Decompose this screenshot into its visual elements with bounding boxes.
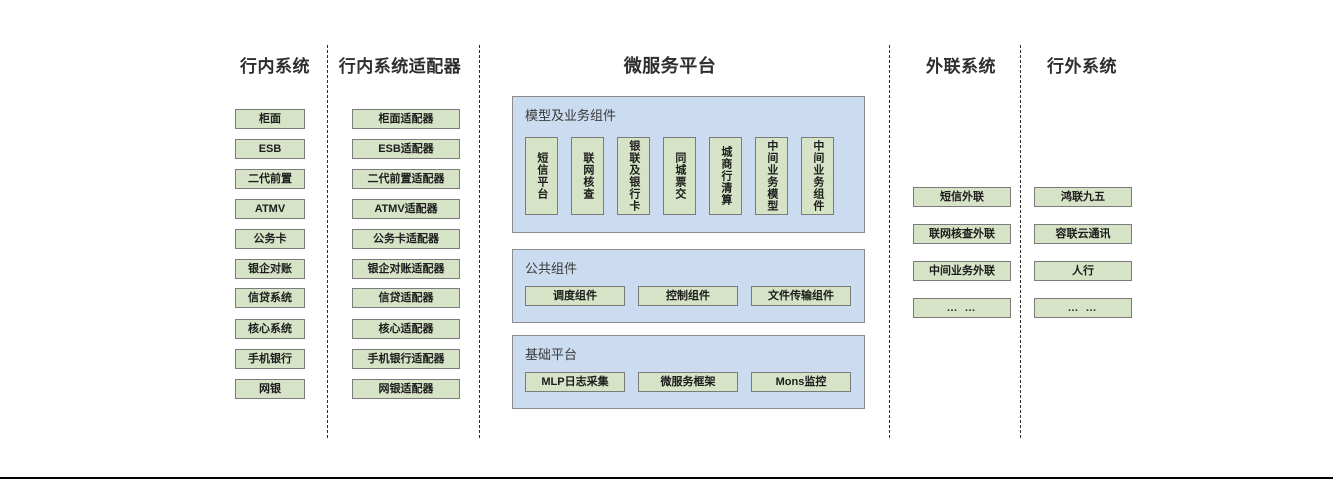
divider-4 — [1020, 45, 1021, 438]
node-model-component[interactable]: 联网核查 — [571, 137, 604, 215]
panel-label-model-business-components: 模型及业务组件 — [525, 108, 617, 123]
node-external-link-system-more[interactable]: … … — [913, 298, 1011, 318]
node-out-bank-system[interactable]: 鸿联九五 — [1034, 187, 1132, 207]
node-base-platform-component[interactable]: 微服务框架 — [638, 372, 738, 392]
node-in-bank-system[interactable]: 二代前置 — [235, 169, 305, 189]
node-in-bank-adapter[interactable]: 网银适配器 — [352, 379, 460, 399]
node-model-component[interactable]: 同城票交 — [663, 137, 696, 215]
column-title-in-bank-systems: 行内系统 — [240, 57, 310, 76]
column-title-external-link-systems: 外联系统 — [926, 57, 996, 76]
column-title-out-bank-systems: 行外系统 — [1047, 57, 1117, 76]
node-base-platform-component[interactable]: MLP日志采集 — [525, 372, 625, 392]
node-external-link-system[interactable]: 联网核查外联 — [913, 224, 1011, 244]
node-model-component[interactable]: 中间业务模型 — [755, 137, 788, 215]
panel-label-base-platform: 基础平台 — [525, 347, 578, 362]
node-base-platform-component[interactable]: Mons监控 — [751, 372, 851, 392]
platform-title: 微服务平台 — [623, 56, 717, 76]
node-external-link-system[interactable]: 短信外联 — [913, 187, 1011, 207]
column-title-in-bank-adapters: 行内系统适配器 — [338, 57, 462, 76]
node-in-bank-system[interactable]: 柜面 — [235, 109, 305, 129]
divider-3 — [889, 45, 890, 438]
node-out-bank-system[interactable]: 人行 — [1034, 261, 1132, 281]
node-in-bank-adapter[interactable]: 二代前置适配器 — [352, 169, 460, 189]
node-in-bank-adapter[interactable]: 信贷适配器 — [352, 288, 460, 308]
panel-label-public-components: 公共组件 — [525, 261, 578, 276]
node-in-bank-system[interactable]: 手机银行 — [235, 349, 305, 369]
node-model-component[interactable]: 城商行清算 — [709, 137, 742, 215]
node-in-bank-adapter[interactable]: 手机银行适配器 — [352, 349, 460, 369]
node-in-bank-system[interactable]: ATMV — [235, 199, 305, 219]
node-model-component[interactable]: 短信平台 — [525, 137, 558, 215]
node-in-bank-adapter[interactable]: 核心适配器 — [352, 319, 460, 339]
node-in-bank-system[interactable]: 公务卡 — [235, 229, 305, 249]
node-public-component[interactable]: 控制组件 — [638, 286, 738, 306]
node-model-component[interactable]: 银联及银行卡 — [617, 137, 650, 215]
divider-2 — [479, 45, 480, 438]
node-in-bank-adapter[interactable]: 柜面适配器 — [352, 109, 460, 129]
node-public-component[interactable]: 文件传输组件 — [751, 286, 851, 306]
node-public-component[interactable]: 调度组件 — [525, 286, 625, 306]
bottom-separator-rule — [0, 477, 1333, 479]
node-in-bank-system[interactable]: 银企对账 — [235, 259, 305, 279]
node-external-link-system[interactable]: 中间业务外联 — [913, 261, 1011, 281]
node-in-bank-adapter[interactable]: 公务卡适配器 — [352, 229, 460, 249]
node-in-bank-system[interactable]: 网银 — [235, 379, 305, 399]
node-out-bank-system[interactable]: 容联云通讯 — [1034, 224, 1132, 244]
node-in-bank-system[interactable]: ESB — [235, 139, 305, 159]
node-in-bank-adapter[interactable]: ESB适配器 — [352, 139, 460, 159]
node-in-bank-system[interactable]: 核心系统 — [235, 319, 305, 339]
node-in-bank-adapter[interactable]: ATMV适配器 — [352, 199, 460, 219]
node-in-bank-system[interactable]: 信贷系统 — [235, 288, 305, 308]
node-in-bank-adapter[interactable]: 银企对账适配器 — [352, 259, 460, 279]
divider-1 — [327, 45, 328, 438]
node-out-bank-system-more[interactable]: … … — [1034, 298, 1132, 318]
node-model-component[interactable]: 中间业务组件 — [801, 137, 834, 215]
